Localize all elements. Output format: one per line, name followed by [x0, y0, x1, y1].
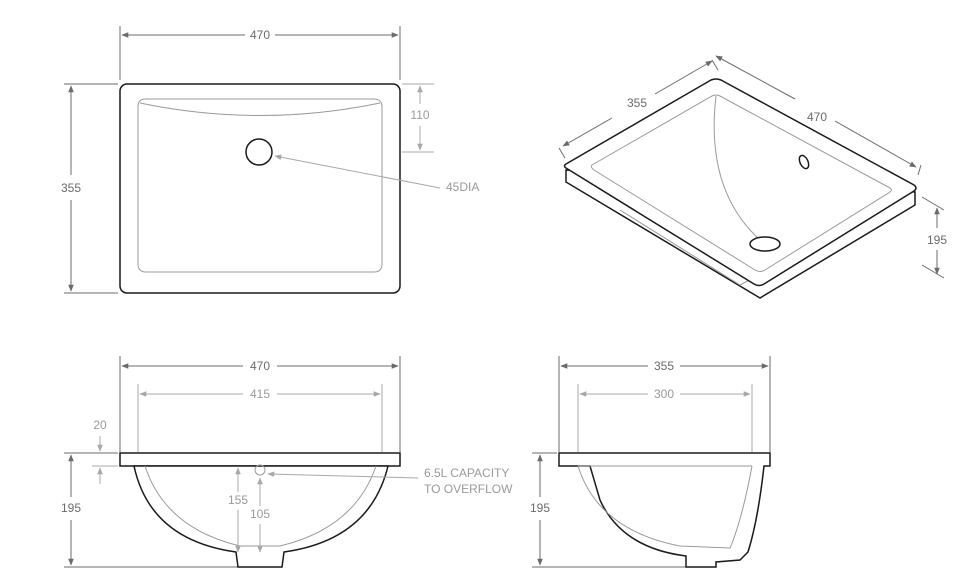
iso-width-label: 470 [807, 110, 827, 124]
iso-drain-hole [749, 236, 781, 252]
bowl-offset-label: 110 [410, 108, 429, 122]
front-bowl [133, 465, 389, 568]
iso-overflow-hole [798, 154, 810, 170]
front-rim [119, 452, 401, 467]
hole-diameter-label: 45DIA [446, 180, 479, 194]
iso-rim [563, 78, 917, 287]
front-inner-width-label: 415 [250, 387, 270, 401]
top-width-label: 470 [250, 28, 270, 42]
front-view: 470 415 20 195 155 105 [61, 356, 513, 568]
overflow-height-label: 155 [228, 493, 248, 507]
side-view: 355 300 195 [530, 356, 771, 568]
basin-top-bowl [137, 98, 383, 273]
side-profile [558, 452, 771, 568]
drain-hole [245, 138, 273, 166]
iso-depth-label: 355 [627, 96, 647, 110]
basin-top-outline [119, 83, 401, 294]
capacity-label-line1: 6.5L CAPACITY [424, 466, 509, 480]
side-inner-depth-label: 300 [654, 387, 674, 401]
water-level-label: 105 [250, 507, 270, 521]
capacity-label-line2: TO OVERFLOW [424, 482, 513, 496]
overflow-hole [254, 464, 266, 476]
side-height-label: 195 [530, 501, 550, 515]
top-depth-label: 355 [61, 181, 81, 195]
top-view: 470 355 110 45DIA [61, 26, 479, 294]
rim-thickness-label: 20 [93, 418, 107, 432]
front-outer-width-label: 470 [250, 359, 270, 373]
side-outer-depth-label: 355 [654, 359, 674, 373]
isometric-view: 355 470 195 [558, 55, 947, 299]
front-height-label: 195 [61, 501, 81, 515]
iso-height-label: 195 [927, 233, 947, 247]
